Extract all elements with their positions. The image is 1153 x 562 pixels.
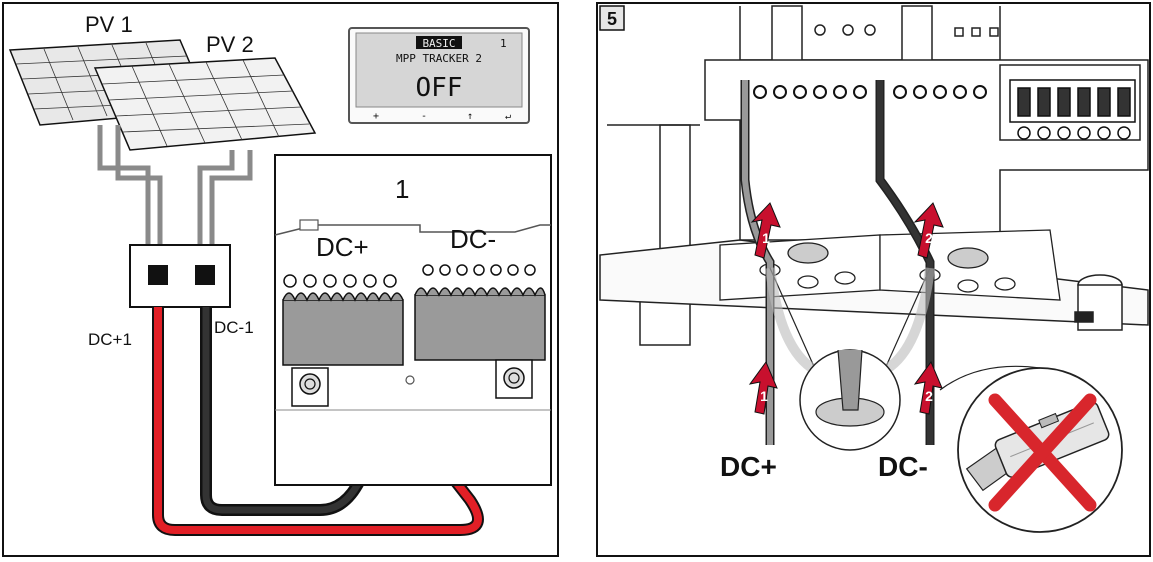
marker-2-top: 2 (925, 230, 933, 246)
gland-detail-callout (765, 267, 935, 451)
prohibited-cross-icon (988, 393, 1097, 512)
softkey-minus[interactable]: - (421, 111, 427, 122)
dc-minus-terminal-holes (422, 264, 536, 276)
marker-1-bottom: 1 (760, 388, 768, 404)
softkey-up[interactable]: ↑ (467, 111, 473, 122)
dc-plus-connector (148, 265, 168, 285)
display-setting-name: MPP TRACKER 2 (396, 52, 482, 65)
step-number: 5 (607, 9, 617, 29)
dc-minus-label: DC- (878, 451, 928, 482)
dc-plus-terminal-holes (283, 274, 397, 288)
dc-minus-screw-terminal (495, 359, 533, 399)
cable-dc-plus1-label: DC+1 (88, 330, 132, 349)
marker-2-bottom: 2 (925, 388, 933, 404)
dc-plus-label: DC+ (720, 451, 777, 482)
step-badge (599, 5, 625, 31)
right-panel: 5 (596, 2, 1151, 557)
dc-plus-terminal-block (282, 299, 404, 366)
display-value: OFF (416, 73, 463, 103)
marker-1-top: 1 (762, 230, 770, 246)
pv-grey-cables (97, 125, 253, 262)
arrow-marker-1-top: 1 (750, 202, 781, 259)
terminal-row-top (753, 85, 987, 99)
terminal-inset: 1 DC+ DC- (274, 154, 552, 486)
pv1-label: PV 1 (85, 12, 133, 37)
arrow-marker-2-top: 2 (913, 202, 944, 259)
inset-number: 1 (395, 174, 409, 204)
dc-plus-terminal-label: DC+ (316, 232, 369, 262)
terminal-block-right (1009, 79, 1136, 140)
dc-minus-terminal-block (414, 294, 546, 361)
dc-minus-terminal-label: DC- (450, 224, 496, 254)
softkey-plus[interactable]: + (373, 111, 379, 122)
dc-minus-connector (195, 265, 215, 285)
cable-gland-right (1074, 274, 1123, 331)
pv2-label: PV 2 (206, 32, 254, 57)
display-page-number: 1 (500, 37, 507, 50)
dc-plus-wire (742, 80, 773, 445)
display-menu-highlight (416, 36, 462, 49)
no-knife-warning (939, 365, 1123, 533)
inverter-display: BASIC 1 MPP TRACKER 2 OFF + - ↑ ↵ (348, 27, 530, 124)
dc-plus-screw-terminal (291, 367, 329, 407)
pv2-module (93, 57, 317, 151)
left-panel: PV 1 PV 2 DC+1 DC-1 BASIC 1 MPP TRACKER … (2, 2, 559, 557)
arrow-marker-1-bottom: 1 (748, 360, 778, 415)
softkey-enter[interactable]: ↵ (505, 111, 511, 122)
dc-minus-wire (877, 80, 933, 445)
display-menu-label: BASIC (422, 37, 455, 50)
arrow-marker-2-bottom: 2 (913, 360, 943, 415)
cable-dc-minus1-label: DC-1 (214, 318, 254, 337)
